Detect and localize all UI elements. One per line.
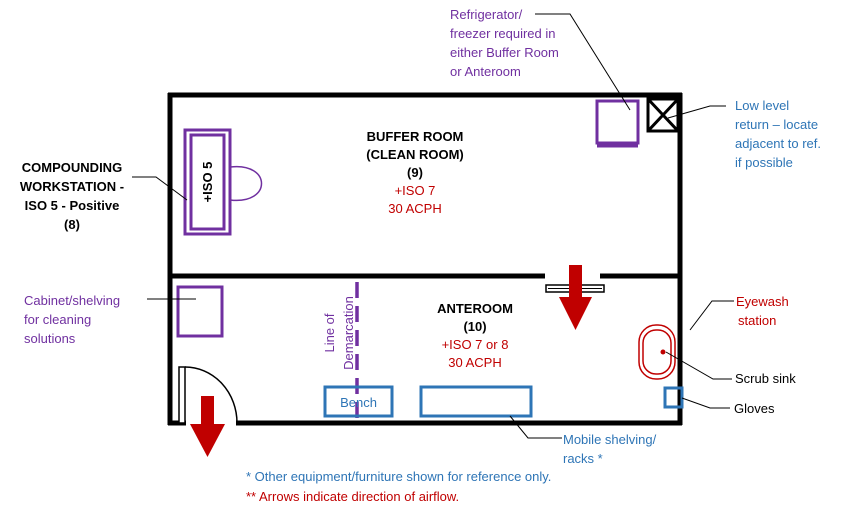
compounding-label-line4: (8) <box>64 217 80 232</box>
exterior-door <box>178 366 238 424</box>
mobile-shelving <box>419 385 533 418</box>
airflow-arrow-exit <box>190 396 225 457</box>
buffer-room-title-line1: BUFFER ROOM <box>366 129 464 144</box>
cabinet-label-line2: for cleaning <box>24 312 92 327</box>
compounding-label-line3: ISO 5 - Positive <box>24 198 120 213</box>
anteroom-iso: +ISO 7 or 8 <box>441 337 509 352</box>
cabinet-label-line1: Cabinet/shelving <box>24 293 121 308</box>
airflow-note: ** Arrows indicate direction of airflow. <box>246 489 460 504</box>
scrub-sink <box>638 324 676 380</box>
mobile-shelving-line2: racks * <box>563 451 603 466</box>
eyewash-label-line2: station <box>738 313 777 328</box>
scrub-sink-label: Scrub sink <box>735 371 796 386</box>
leader-eyewash <box>689 300 734 331</box>
buffer-room-iso: +ISO 7 <box>394 183 436 198</box>
gloves-label: Gloves <box>734 401 775 416</box>
mobile-shelving-label: Mobile shelving/ racks * <box>563 430 656 468</box>
low-level-return-line4: if possible <box>735 155 793 170</box>
walls <box>167 92 683 426</box>
leader-compounding <box>132 176 188 201</box>
compounding-label-line1: COMPOUNDING <box>21 160 123 175</box>
anteroom-acph: 30 ACPH <box>448 355 502 370</box>
anteroom-label: ANTEROOM (10) +ISO 7 or 8 30 ACPH <box>400 300 550 372</box>
leader-scrub-sink <box>665 351 732 380</box>
line-of-demarcation-label: Line of Demarcation <box>320 285 358 381</box>
reference-note: * Other equipment/furniture shown for re… <box>246 469 552 484</box>
bench <box>323 385 394 418</box>
anteroom-title: ANTEROOM <box>437 301 513 316</box>
refrigerator-label: Refrigerator/ freezer required in either… <box>450 5 559 81</box>
refrigerator-label-line1: Refrigerator/ <box>450 7 523 22</box>
eyewash-label-line1: Eyewash <box>736 294 789 309</box>
low-level-return-line3: adjacent to ref. <box>735 136 821 151</box>
refrigerator-label-line4: or Anteroom <box>450 64 521 79</box>
mobile-shelving-line1: Mobile shelving/ <box>563 432 657 447</box>
compounding-label-line2: WORKSTATION - <box>19 179 125 194</box>
cabinet-label: Cabinet/shelving for cleaning solutions <box>24 291 120 348</box>
eyewash-label: Eyewash station <box>736 292 789 330</box>
demarcation-label-line1: Line of <box>322 313 337 353</box>
low-level-return-line1: Low level <box>735 98 790 113</box>
refrigerator-label-line3: either Buffer Room <box>450 45 559 60</box>
buffer-room-label: BUFFER ROOM (CLEAN ROOM) (9) +ISO 7 30 A… <box>330 128 500 218</box>
leader-refrigerator <box>535 13 631 111</box>
leader-lines <box>132 13 734 439</box>
refrigerator <box>595 99 640 148</box>
leader-gloves <box>681 397 730 409</box>
low-level-return-line2: return – locate <box>735 117 819 132</box>
airflow-arrow-interior <box>559 265 592 330</box>
compounding-workstation-hood <box>183 128 263 236</box>
cabinet-label-line3: solutions <box>24 331 76 346</box>
bench-label: Bench <box>340 395 377 410</box>
cabinet-shelving <box>176 285 224 338</box>
demarcation-label-line2: Demarcation <box>341 296 356 370</box>
buffer-room-title-line2: (CLEAN ROOM) <box>366 147 464 162</box>
buffer-room-number: (9) <box>407 165 423 180</box>
refrigerator-label-line2: freezer required in <box>450 26 556 41</box>
anteroom-number: (10) <box>463 319 487 334</box>
compounding-workstation-label: COMPOUNDING WORKSTATION - ISO 5 - Positi… <box>10 158 134 234</box>
leader-mobile-shelving <box>509 415 562 439</box>
iso5-hood-label: +ISO 5 <box>200 161 215 203</box>
low-level-return <box>646 97 680 133</box>
leader-low-level-return <box>667 105 726 119</box>
gloves-box <box>663 386 684 409</box>
low-level-return-label: Low level return – locate adjacent to re… <box>735 96 821 172</box>
buffer-room-acph: 30 ACPH <box>388 201 442 216</box>
